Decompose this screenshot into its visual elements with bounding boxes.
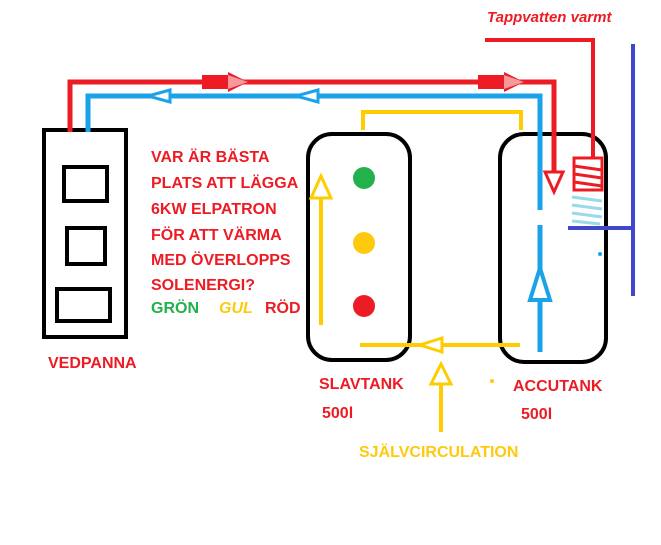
question-line-2: PLATS ATT LÄGGA xyxy=(151,174,299,192)
circulation-arrow-left xyxy=(415,335,444,355)
boiler xyxy=(42,128,128,339)
question-line-5: MED ÖVERLOPPS xyxy=(151,250,291,269)
question-line-1: VAR ÄR BÄSTA xyxy=(151,148,270,166)
boiler-hatch-bottom xyxy=(55,287,112,323)
boiler-label: VEDPANNA xyxy=(48,355,137,372)
slave-tank xyxy=(306,132,412,362)
heat-exchanger-coil-cold xyxy=(571,195,603,226)
self-circulation-label: SJÄLVCIRCULATION xyxy=(359,443,518,461)
circulation-arrow-up xyxy=(308,172,334,200)
accu-tank-label: ACCUTANK xyxy=(513,378,603,395)
boiler-body xyxy=(42,128,128,339)
tap-cold-pipe xyxy=(568,44,635,296)
question-line-4: FÖR ATT VÄRMA xyxy=(151,225,282,244)
question-line-3: 6KW ELPATRON xyxy=(151,201,277,218)
hot-down-arrow xyxy=(542,170,566,196)
circulation-dot xyxy=(490,379,494,383)
color-legend-yellow: GUL xyxy=(219,300,253,317)
hot-water-title: Tappvatten varmt xyxy=(487,9,612,26)
circulation-pointer-arrow xyxy=(428,360,454,386)
cold-flow-arrow-2 xyxy=(290,88,320,104)
color-legend-green: GRÖN xyxy=(151,298,199,317)
cold-up-arrow xyxy=(527,261,553,302)
cold-droplet xyxy=(598,252,602,256)
hot-flow-arrow-2 xyxy=(478,72,524,92)
slave-tank-volume: 500l xyxy=(322,405,353,422)
slave-tank-label: SLAVTANK xyxy=(319,376,404,393)
accu-tank-volume: 500l xyxy=(521,406,552,423)
slave-tank-dot-red xyxy=(353,295,375,317)
slave-tank-dot-yellow xyxy=(353,232,375,254)
question-text: VAR ÄR BÄSTA PLATS ATT LÄGGA 6KW ELPATRO… xyxy=(151,148,299,294)
cold-flow-arrow-1 xyxy=(142,88,172,104)
hot-flow-arrow-1 xyxy=(202,72,248,92)
question-line-6: SOLENERGI? xyxy=(151,277,255,294)
color-legend-red: RÖD xyxy=(265,298,301,317)
heat-exchanger-coil-hot xyxy=(572,156,604,192)
slave-tank-dot-green xyxy=(353,167,375,189)
boiler-hatch-middle xyxy=(65,226,107,266)
tap-hot-pipe xyxy=(485,38,595,160)
boiler-hatch-top xyxy=(62,165,109,203)
